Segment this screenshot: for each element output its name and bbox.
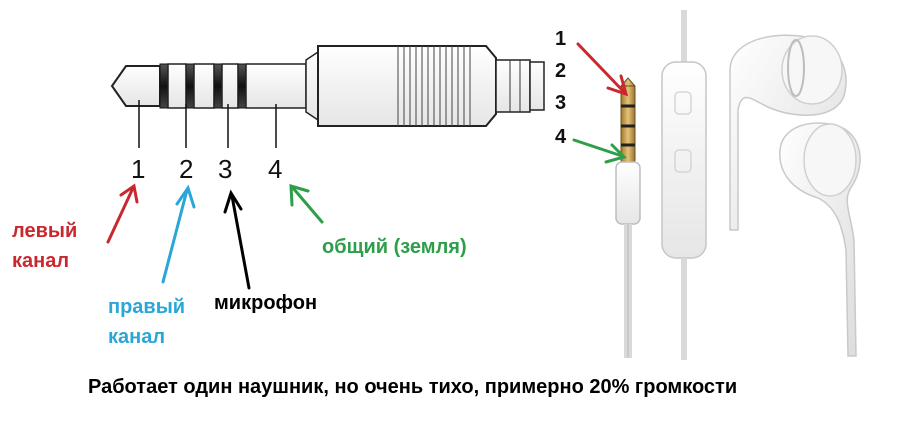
photo-pin-3: 3 bbox=[555, 92, 567, 114]
earphone-remote bbox=[661, 10, 707, 360]
photo-pin-4: 4 bbox=[555, 126, 567, 148]
caption: Работает один наушник, но очень тихо, пр… bbox=[88, 376, 738, 398]
plug-pin-1: 1 bbox=[131, 154, 146, 184]
label-left-channel: левый канал bbox=[12, 220, 78, 272]
label-ground: общий (земля) bbox=[322, 236, 467, 258]
photo-pin-2: 2 bbox=[555, 60, 567, 82]
plug-tip bbox=[110, 65, 161, 107]
photo-pin-1: 1 bbox=[555, 28, 567, 50]
earbud-top bbox=[729, 34, 847, 231]
earbud-bottom bbox=[779, 122, 861, 357]
label-right-channel: правый канал bbox=[108, 296, 186, 348]
earphone-jack-photo bbox=[615, 77, 641, 358]
plug-pin-4: 4 bbox=[268, 154, 283, 184]
plug-pin-3: 3 bbox=[218, 154, 233, 184]
label-microphone: микрофон bbox=[214, 292, 318, 314]
plug-pin-2: 2 bbox=[179, 154, 194, 184]
